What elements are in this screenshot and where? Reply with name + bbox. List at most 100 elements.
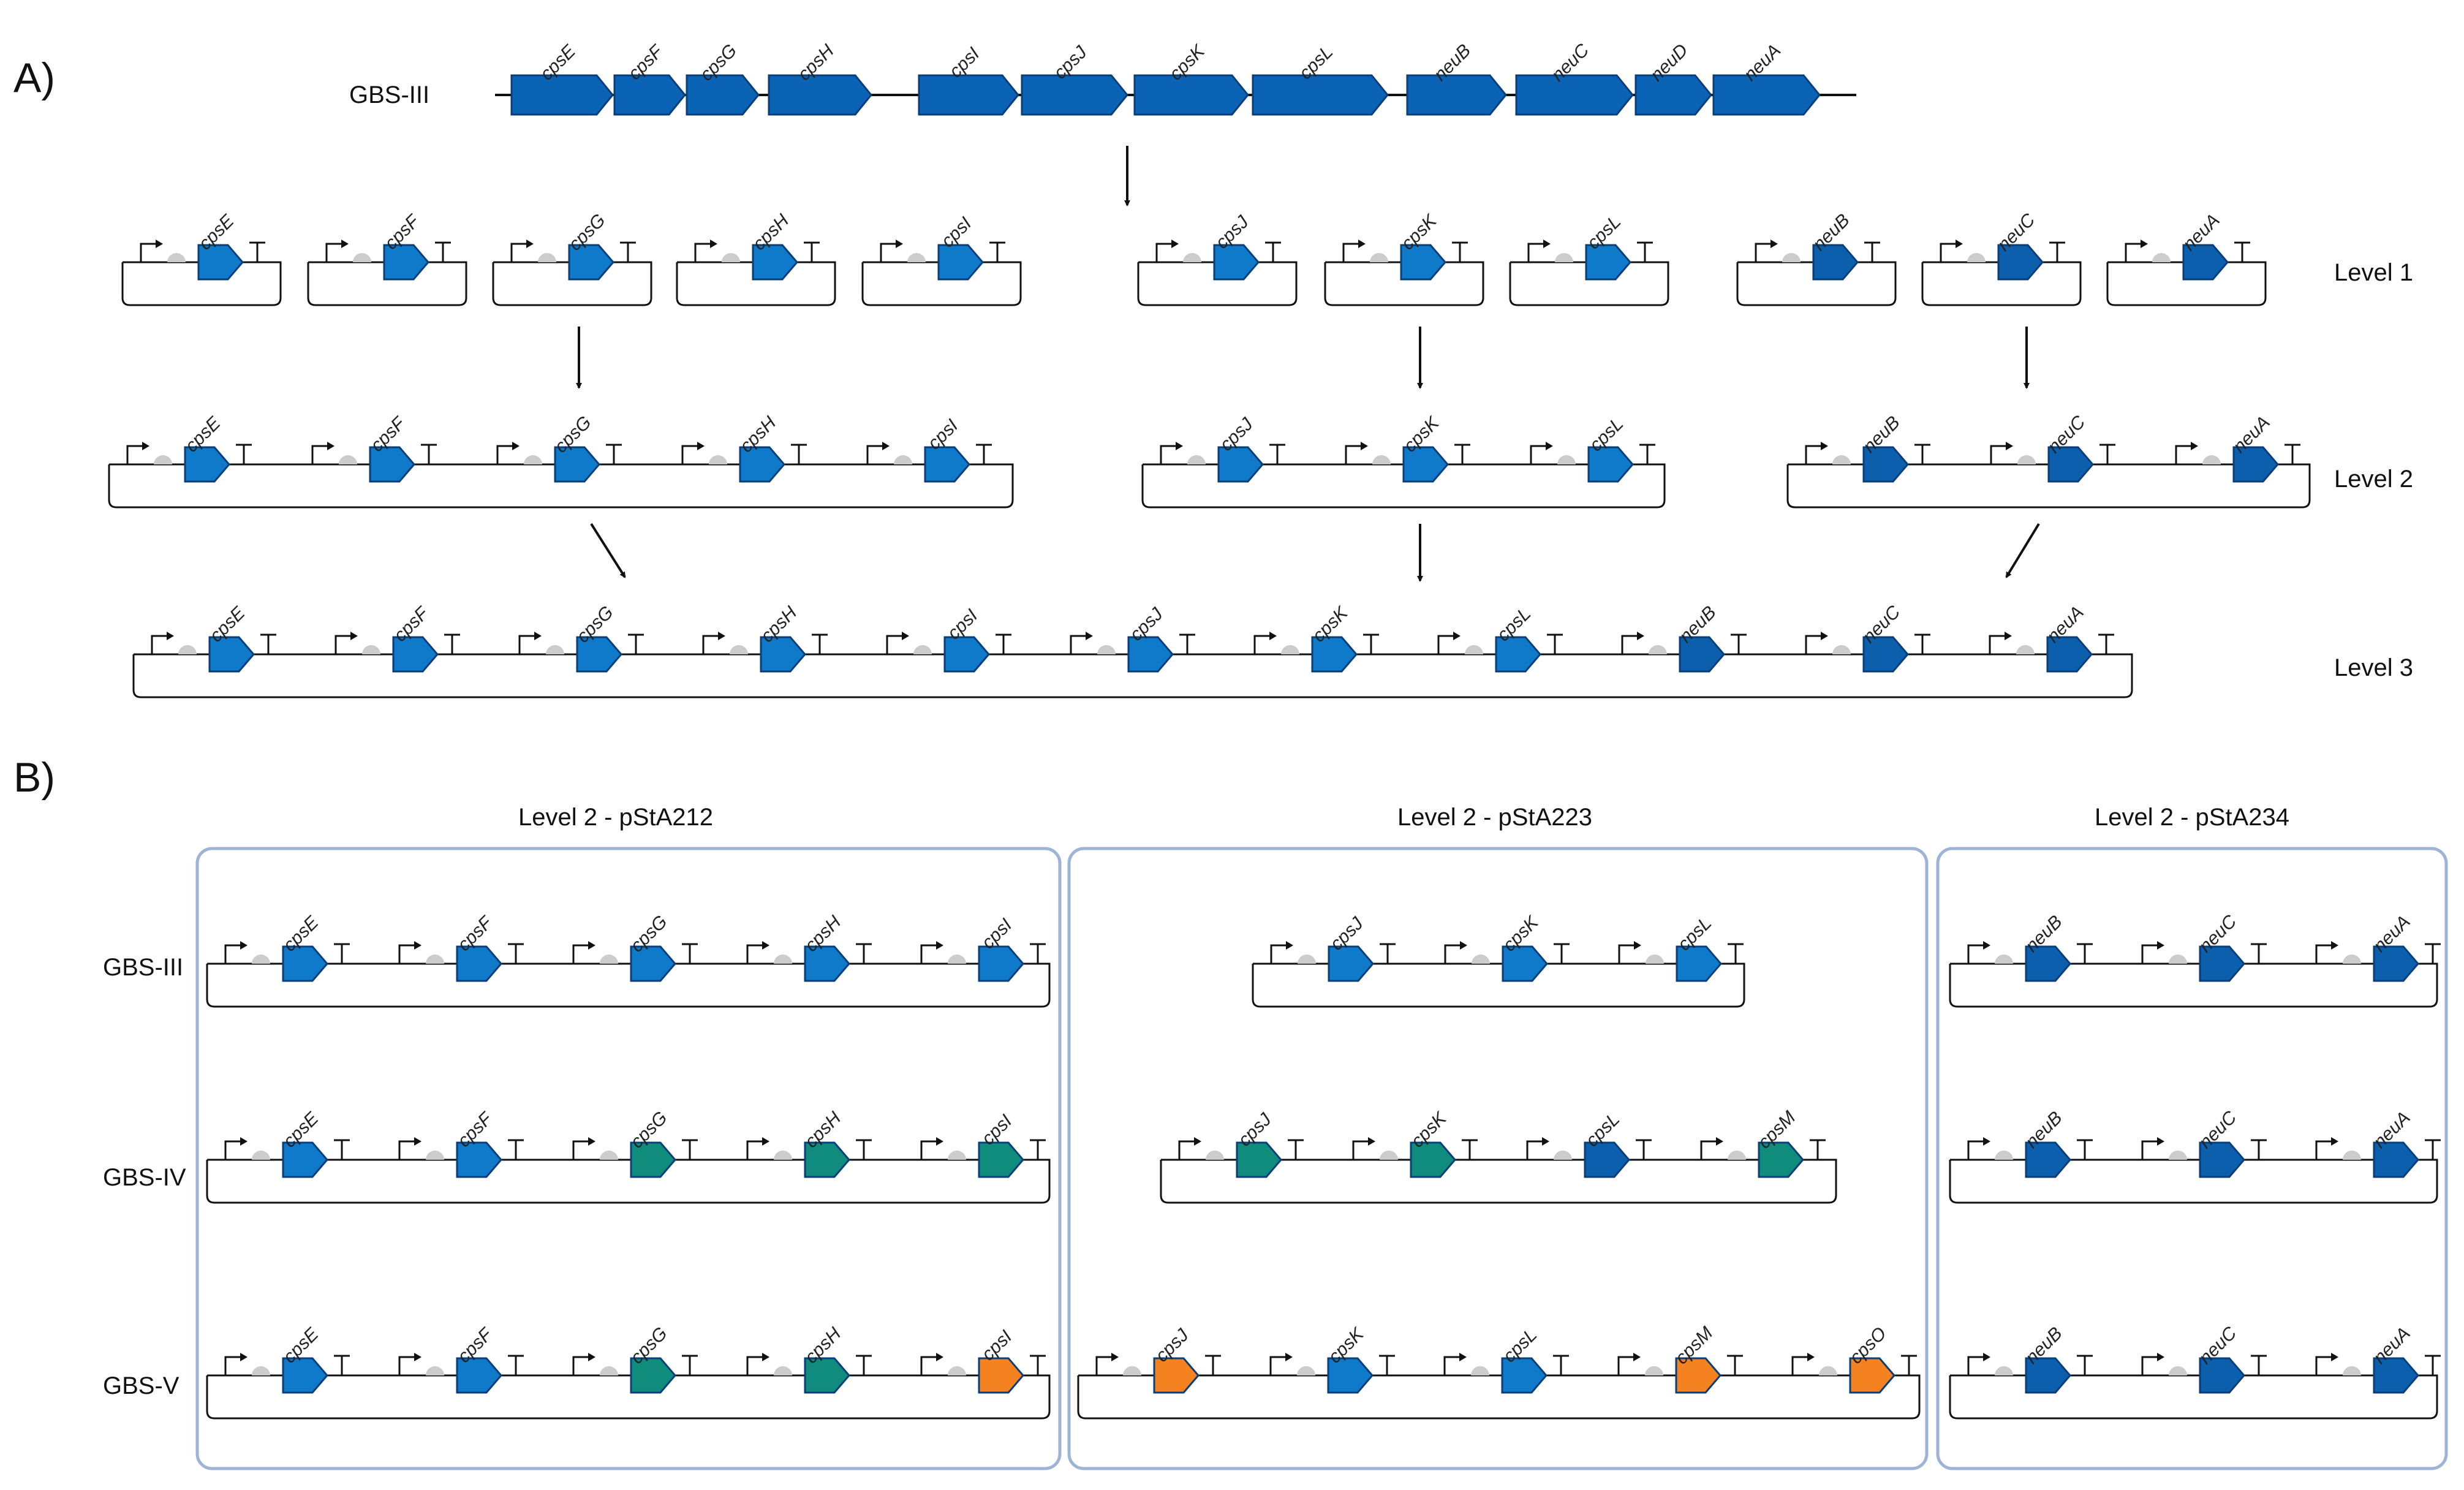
terminator-icon bbox=[508, 1139, 524, 1160]
cds-cpsE bbox=[282, 945, 328, 982]
cassette-neuC bbox=[1805, 632, 1930, 673]
terminator-icon bbox=[620, 241, 636, 262]
promoter-icon bbox=[224, 944, 240, 964]
promoter-icon bbox=[2141, 1140, 2157, 1160]
promoter-arrowhead-icon bbox=[1194, 1137, 1201, 1146]
terminator-icon bbox=[2098, 633, 2114, 654]
cassette-cpsI bbox=[866, 442, 992, 483]
cds-cpsE bbox=[282, 1357, 328, 1394]
row-label-gbs-v: GBS-V bbox=[103, 1372, 180, 1399]
promoter-icon bbox=[1990, 445, 2006, 464]
cds-cpsK bbox=[1402, 446, 1449, 483]
cassette-cpsL bbox=[1527, 240, 1653, 281]
promoter-arrowhead-icon bbox=[762, 1353, 769, 1361]
cds-cpsF bbox=[456, 1357, 502, 1394]
terminator-icon bbox=[1454, 444, 1470, 464]
cassette-cpsE bbox=[224, 1137, 350, 1178]
rbs-icon bbox=[1472, 955, 1490, 964]
cassette-neuC bbox=[1990, 442, 2115, 483]
cds-cpsE bbox=[208, 636, 255, 673]
promoter-icon bbox=[325, 243, 341, 262]
rbs-icon bbox=[948, 1151, 966, 1160]
promoter-icon bbox=[1160, 445, 1176, 464]
cassette-cpsI bbox=[920, 941, 1046, 982]
rbs-icon bbox=[154, 455, 172, 464]
promoter-arrowhead-icon bbox=[2191, 442, 2198, 450]
terminator-icon bbox=[435, 241, 451, 262]
promoter-arrowhead-icon bbox=[1716, 1137, 1723, 1146]
cassette-neuB bbox=[1967, 1137, 2093, 1178]
cds-cpsE bbox=[184, 446, 230, 483]
rbs-icon bbox=[1206, 1151, 1224, 1160]
cds-cpsM bbox=[1675, 1357, 1721, 1394]
cassette-cpsF bbox=[334, 632, 460, 673]
panel-a-label: A) bbox=[13, 55, 55, 101]
cassette-cpsJ bbox=[1270, 941, 1396, 982]
promoter-icon bbox=[126, 445, 142, 464]
promoter-icon bbox=[1967, 1356, 1983, 1375]
promoter-icon bbox=[398, 1356, 414, 1375]
panel-b-label: B) bbox=[13, 754, 55, 801]
terminator-icon bbox=[249, 241, 265, 262]
promoter-icon bbox=[572, 1140, 588, 1160]
promoter-icon bbox=[1253, 635, 1269, 654]
cassette-cpsK bbox=[1444, 941, 1570, 982]
operon-gene-cpsH bbox=[768, 74, 872, 116]
terminator-icon bbox=[1030, 1355, 1046, 1375]
rbs-icon bbox=[1554, 1151, 1572, 1160]
cds-cpsK bbox=[1502, 945, 1548, 982]
cassette-cpsM bbox=[1700, 1137, 1826, 1178]
rbs-icon bbox=[362, 645, 380, 654]
cassette-neuC bbox=[1940, 240, 2065, 281]
promoter-arrowhead-icon bbox=[936, 1353, 943, 1361]
promoter-arrowhead-icon bbox=[512, 442, 520, 450]
promoter-icon bbox=[1617, 1356, 1633, 1375]
promoter-icon bbox=[1755, 243, 1771, 262]
cds-neuB bbox=[2025, 945, 2071, 982]
promoter-arrowhead-icon bbox=[1286, 941, 1293, 950]
operon-gene-cpsG bbox=[686, 74, 760, 116]
rbs-icon bbox=[1097, 645, 1116, 654]
promoter-icon bbox=[1269, 1356, 1285, 1375]
promoter-icon bbox=[681, 445, 697, 464]
terminator-icon bbox=[2049, 241, 2065, 262]
cds-neuC bbox=[2047, 446, 2094, 483]
pb-GBS-IV-pstA234 bbox=[1949, 1159, 2438, 1204]
promoter-arrowhead-icon bbox=[1637, 632, 1644, 640]
terminator-icon bbox=[812, 633, 828, 654]
cds-neuA bbox=[2373, 1141, 2419, 1178]
promoter-arrowhead-icon bbox=[588, 941, 595, 950]
promoter-icon bbox=[920, 1140, 936, 1160]
pb-GBS-III-pstA234 bbox=[1949, 962, 2438, 1008]
level-1-label: Level 1 bbox=[2334, 259, 2413, 286]
level1-construct-cpsH bbox=[676, 261, 836, 306]
terminator-icon bbox=[682, 1139, 698, 1160]
backbone bbox=[1141, 463, 1666, 509]
promoter-icon bbox=[702, 635, 718, 654]
level1-construct-cpsL bbox=[1509, 261, 1669, 306]
backbone bbox=[861, 261, 1022, 306]
rbs-icon bbox=[722, 253, 740, 262]
rbs-icon bbox=[178, 645, 197, 654]
promoter-icon bbox=[1352, 1140, 1368, 1160]
cds-cpsJ bbox=[1217, 446, 1264, 483]
terminator-icon bbox=[1731, 633, 1747, 654]
cds-neuB bbox=[2025, 1141, 2071, 1178]
cds-cpsI bbox=[924, 446, 970, 483]
level3-construct bbox=[132, 653, 2133, 698]
rbs-icon bbox=[426, 955, 444, 964]
cds-cpsI bbox=[978, 1357, 1024, 1394]
pb-GBS-III-pstA223 bbox=[1252, 962, 1745, 1008]
terminator-icon bbox=[2251, 1139, 2267, 1160]
rbs-icon bbox=[907, 253, 926, 262]
cds-cpsK bbox=[1410, 1141, 1456, 1178]
promoter-icon bbox=[1989, 635, 2005, 654]
terminator-icon bbox=[856, 1139, 872, 1160]
operon-gene-neuB bbox=[1406, 74, 1507, 116]
rbs-icon bbox=[1298, 955, 1316, 964]
promoter-arrowhead-icon bbox=[2331, 1137, 2338, 1146]
promoter-arrowhead-icon bbox=[327, 442, 334, 450]
promoter-arrowhead-icon bbox=[2331, 1353, 2338, 1361]
promoter-arrowhead-icon bbox=[2157, 1353, 2164, 1361]
